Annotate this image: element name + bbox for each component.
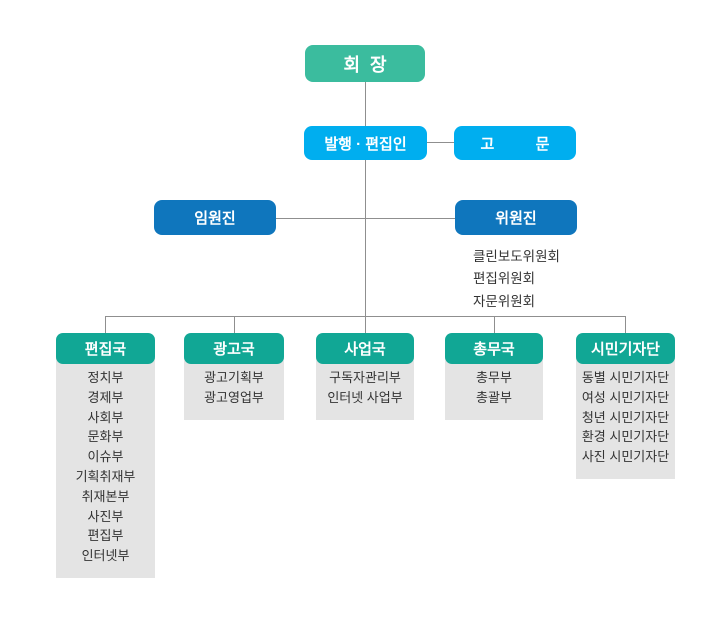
committee-item: 편집위원회 bbox=[473, 271, 536, 287]
bureau-item: 광고기획부 bbox=[204, 370, 264, 385]
bureau-column-general-affairs: 총무국 총무부 총괄부 bbox=[445, 333, 543, 420]
bureau-item: 기획취재부 bbox=[75, 468, 136, 484]
connector-publisher-to-bus bbox=[365, 160, 366, 316]
connector-drop-citizen-reporters bbox=[625, 316, 626, 333]
bureau-list: 동별 시민기자단 여성 시민기자단 청년 시민기자단 환경 시민기자단 사진 시… bbox=[576, 358, 675, 479]
bureau-list: 정치부 경제부 사회부 문화부 이슈부 기획취재부 취재본부 사진부 편집부 인… bbox=[56, 358, 155, 578]
bureau-header: 사업국 bbox=[316, 333, 414, 364]
connector-drop-business bbox=[365, 316, 366, 333]
bureau-header: 시민기자단 bbox=[576, 333, 675, 364]
bureau-item: 이슈부 bbox=[87, 449, 124, 465]
bureau-item: 총무부 bbox=[476, 370, 512, 385]
bureau-header: 총무국 bbox=[445, 333, 543, 364]
connector-drop-editorial bbox=[105, 316, 106, 333]
executives-box: 임원진 bbox=[154, 200, 276, 235]
chairman-box: 회 장 bbox=[305, 45, 425, 82]
bureau-item: 인터넷부 bbox=[81, 548, 130, 564]
bureau-list: 구독자관리부 인터넷 사업부 bbox=[316, 358, 414, 420]
bureau-item: 편집부 bbox=[87, 528, 124, 544]
bureau-header: 편집국 bbox=[56, 333, 155, 364]
publisher-editor-box: 발행 · 편집인 bbox=[304, 126, 427, 160]
bureau-item: 문화부 bbox=[87, 429, 124, 445]
bureau-item: 경제부 bbox=[87, 389, 124, 405]
bureau-item: 동별 시민기자단 bbox=[581, 370, 670, 385]
bureau-list: 총무부 총괄부 bbox=[445, 358, 543, 420]
bureau-header: 광고국 bbox=[184, 333, 284, 364]
bureau-item: 여성 시민기자단 bbox=[581, 389, 670, 405]
connector-publisher-to-advisor bbox=[427, 142, 454, 143]
committee-item: 자문위원회 bbox=[473, 293, 536, 309]
bureau-column-advertising: 광고국 광고기획부 광고영업부 bbox=[184, 333, 284, 420]
committee-list: 클린보도위원회 편집위원회 자문위원회 bbox=[473, 246, 560, 313]
bureau-item: 청년 시민기자단 bbox=[581, 409, 670, 425]
bureau-column-editorial: 편집국 정치부 경제부 사회부 문화부 이슈부 기획취재부 취재본부 사진부 편… bbox=[56, 333, 155, 578]
connector-root-to-publisher bbox=[365, 82, 366, 126]
bureau-item: 정치부 bbox=[87, 370, 124, 385]
bureau-item: 사진부 bbox=[87, 508, 124, 524]
connector-executives-to-committee bbox=[276, 218, 455, 219]
bureau-item: 광고영업부 bbox=[204, 389, 264, 405]
bureau-item: 구독자관리부 bbox=[329, 370, 401, 385]
connector-drop-general-affairs bbox=[494, 316, 495, 333]
committee-box: 위원진 bbox=[455, 200, 577, 235]
bureau-item: 총괄부 bbox=[476, 389, 512, 405]
bureau-item: 환경 시민기자단 bbox=[581, 429, 670, 445]
bureau-item: 사회부 bbox=[87, 409, 124, 425]
committee-item: 클린보도위원회 bbox=[473, 249, 560, 264]
bureau-item: 사진 시민기자단 bbox=[581, 449, 670, 465]
bureau-list: 광고기획부 광고영업부 bbox=[184, 358, 284, 420]
connector-drop-advertising bbox=[234, 316, 235, 333]
bureau-column-citizen-reporters: 시민기자단 동별 시민기자단 여성 시민기자단 청년 시민기자단 환경 시민기자… bbox=[576, 333, 675, 479]
advisor-box: 고 문 bbox=[454, 126, 576, 160]
bureau-column-business: 사업국 구독자관리부 인터넷 사업부 bbox=[316, 333, 414, 420]
bureau-item: 취재본부 bbox=[81, 488, 130, 504]
bureau-item: 인터넷 사업부 bbox=[327, 389, 403, 405]
